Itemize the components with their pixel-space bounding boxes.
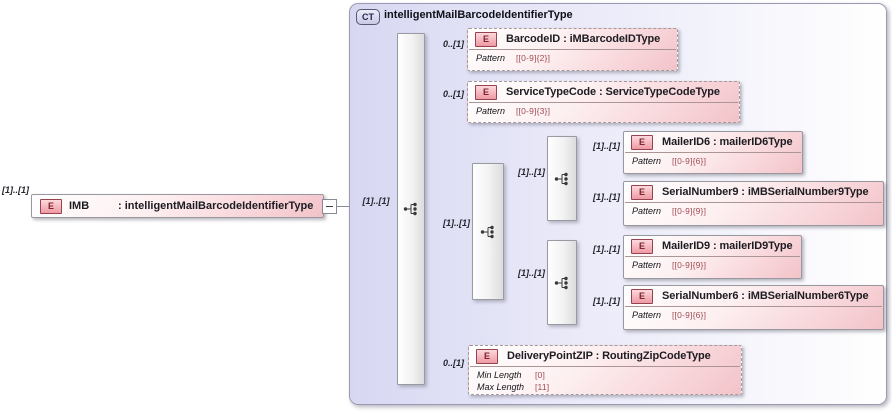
facet-value: [[0-9]{3}] xyxy=(516,106,551,116)
facet-label: Pattern xyxy=(632,310,662,320)
element-title: SerialNumber9 : iMBSerialNumber9Type xyxy=(662,186,869,198)
element-type: : intelligentMailBarcodeIdentifierType xyxy=(118,200,314,212)
cardinality-label: [1]..[1] xyxy=(362,196,390,206)
element-title: SerialNumber6 : iMBSerialNumber6Type xyxy=(662,290,869,302)
cardinality-label: [1]..[1] xyxy=(518,268,545,278)
cardinality-label: 0..[1] xyxy=(442,39,464,49)
root-cardinality-label: [1]..[1] xyxy=(2,185,29,195)
facet-value: [[0-9]{6}] xyxy=(672,156,707,166)
facet-value: [[0-9]{9}] xyxy=(672,260,707,270)
element-icon: E xyxy=(475,84,497,100)
sequence-icon xyxy=(554,172,568,185)
sequence-compositor[interactable] xyxy=(397,33,425,385)
cardinality-label: [1]..[1] xyxy=(593,192,620,202)
element-icon: E xyxy=(631,184,653,200)
element-name: IMB xyxy=(69,200,90,212)
element-serialnumber9[interactable]: E SerialNumber9 : iMBSerialNumber9Type P… xyxy=(623,181,884,226)
element-mailerid9[interactable]: E MailerID9 : mailerID9Type Pattern [[0-… xyxy=(623,235,802,279)
cardinality-label: [1]..[1] xyxy=(593,244,620,254)
sequence-icon xyxy=(403,202,417,216)
facet-list: Pattern [[0-9]{3}] xyxy=(469,102,738,118)
element-title: DeliveryPointZIP : RoutingZipCodeType xyxy=(507,350,711,362)
complex-type-badge: CT xyxy=(356,9,380,25)
collapse-toggle[interactable] xyxy=(322,199,337,214)
element-icon: E xyxy=(631,134,653,150)
cardinality-label: 0..[1] xyxy=(442,89,464,99)
element-deliverypointzip[interactable]: E DeliveryPointZIP : RoutingZipCodeType … xyxy=(468,345,742,395)
facet-label: Min Length xyxy=(477,370,522,380)
facet-list: Pattern [[0-9]{6}] xyxy=(625,306,882,322)
cardinality-label: [1]..[1] xyxy=(593,141,620,151)
facet-label: Pattern xyxy=(476,53,506,63)
element-title: MailerID9 : mailerID9Type xyxy=(662,240,793,252)
choice-icon xyxy=(480,225,494,238)
element-title: MailerID6 : mailerID6Type xyxy=(662,136,793,148)
element-imb[interactable]: E IMB : intelligentMailBarcodeIdentifier… xyxy=(31,194,324,218)
element-mailerid6[interactable]: E MailerID6 : mailerID6Type Pattern [[0-… xyxy=(623,131,803,174)
element-icon: E xyxy=(631,238,653,254)
facet-label: Pattern xyxy=(632,156,662,166)
cardinality-label: [1]..[1] xyxy=(518,167,545,177)
cardinality-label: 0..[1] xyxy=(442,358,464,368)
facet-label: Pattern xyxy=(476,106,506,116)
element-icon: E xyxy=(476,348,498,364)
sequence-compositor[interactable] xyxy=(547,240,577,325)
facet-list: Pattern [[0-9]{9}] xyxy=(625,256,800,272)
facet-value: [[0-9]{9}] xyxy=(672,206,707,216)
element-icon: E xyxy=(631,288,653,304)
element-serialnumber6[interactable]: E SerialNumber6 : iMBSerialNumber6Type P… xyxy=(623,285,884,330)
minus-icon xyxy=(326,206,333,207)
facet-list: Min Length [0] Max Length [11] xyxy=(470,366,740,394)
facet-label: Pattern xyxy=(632,206,662,216)
facet-label: Pattern xyxy=(632,260,662,270)
element-barcodeid[interactable]: E BarcodeID : iMBarcodeIDType Pattern [[… xyxy=(467,28,678,71)
sequence-icon xyxy=(554,276,568,289)
element-title: ServiceTypeCode : ServiceTypeCodeType xyxy=(506,86,720,98)
element-servicetypecode[interactable]: E ServiceTypeCode : ServiceTypeCodeType … xyxy=(467,81,740,123)
element-icon: E xyxy=(40,199,62,214)
facet-value: [11] xyxy=(535,382,550,392)
element-icon: E xyxy=(475,31,497,47)
facet-list: Pattern [[0-9]{6}] xyxy=(625,152,801,168)
facet-label: Max Length xyxy=(477,382,525,392)
facet-list: Pattern [[0-9]{2}] xyxy=(469,49,676,65)
sequence-compositor[interactable] xyxy=(547,136,577,221)
element-title: BarcodeID : iMBarcodeIDType xyxy=(506,33,661,45)
facet-value: [[0-9]{2}] xyxy=(516,53,551,63)
facet-value: [[0-9]{6}] xyxy=(672,310,707,320)
cardinality-label: [1]..[1] xyxy=(593,296,620,306)
facet-value: [0] xyxy=(535,370,546,380)
complex-type-title: intelligentMailBarcodeIdentifierType xyxy=(384,9,573,21)
facet-list: Pattern [[0-9]{9}] xyxy=(625,202,882,218)
choice-compositor[interactable] xyxy=(472,163,504,300)
cardinality-label: [1]..[1] xyxy=(443,218,470,228)
